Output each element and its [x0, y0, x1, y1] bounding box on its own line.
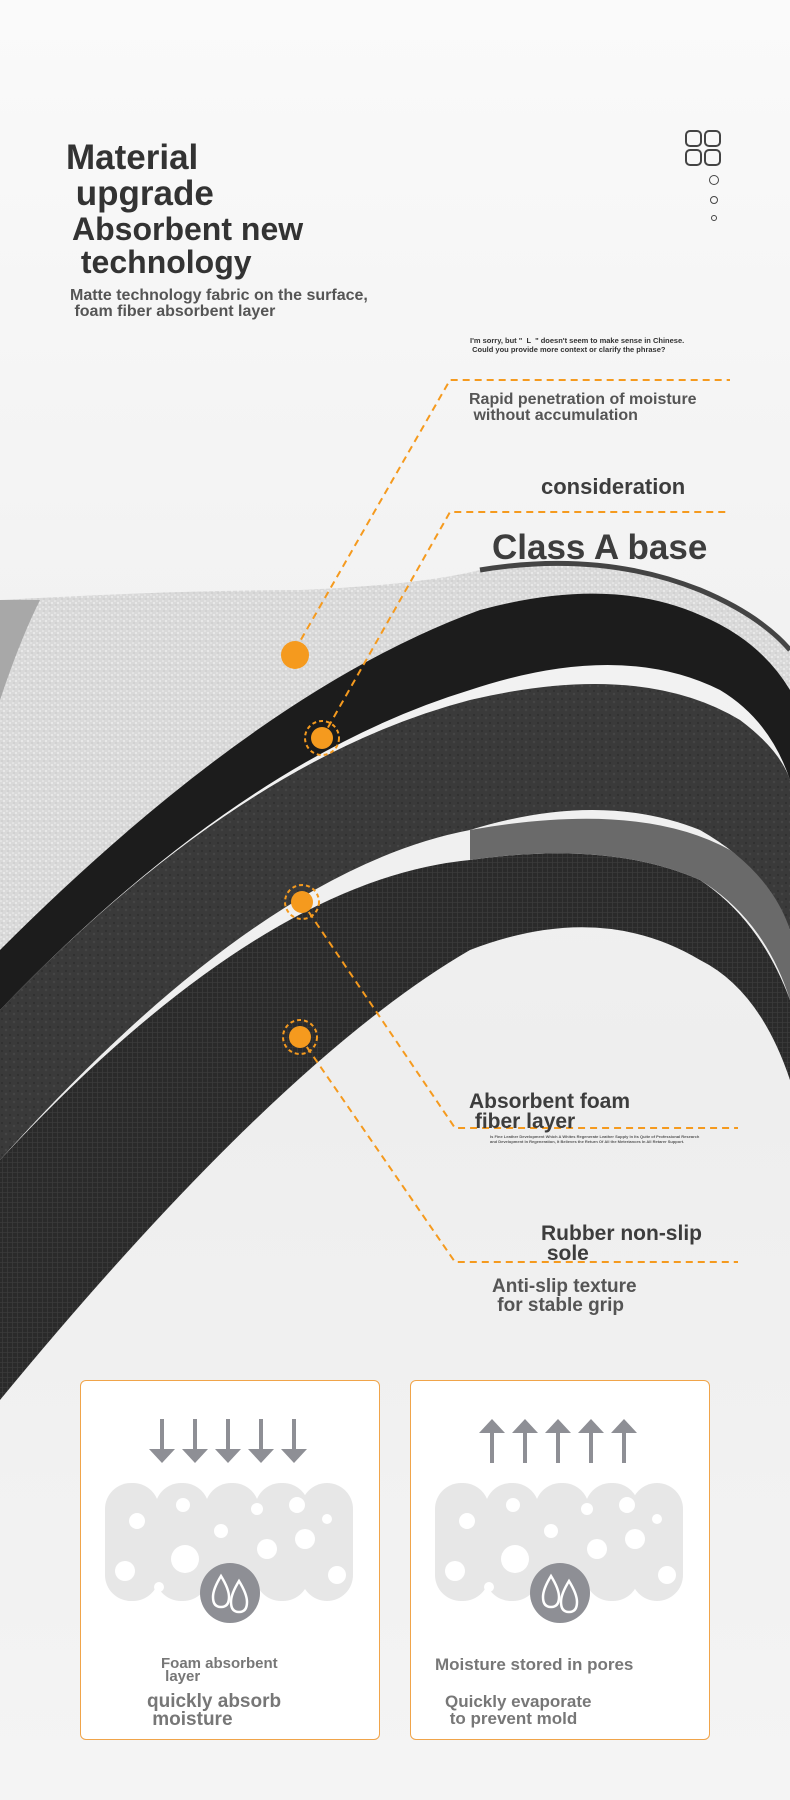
arrow-up-icon: [512, 1419, 538, 1463]
page-title: Material upgrade: [66, 138, 214, 213]
arrow-up-icon: [578, 1419, 604, 1463]
layer2-title: consideration: [541, 474, 686, 499]
arrow-up-icon: [611, 1419, 637, 1463]
page-description: Matte technology fabric on the surface, …: [70, 287, 368, 320]
arrow-up-icon: [479, 1419, 505, 1463]
absorb-caption-2: quickly absorb moisture: [147, 1691, 282, 1730]
water-drops-icon: [200, 1563, 260, 1623]
arrow-up-icon: [545, 1419, 571, 1463]
evaporate-diagram: [435, 1419, 683, 1623]
dot-small-icon: [711, 215, 717, 221]
arrow-down-icon: [182, 1419, 208, 1463]
note-text: I'm sorry, but " L " doesn't seem to mak…: [470, 336, 685, 354]
evaporate-card: Moisture stored in pores Quickly evapora…: [410, 1380, 710, 1740]
layer3-title: Absorbent foam fiber layer: [469, 1090, 631, 1133]
arrow-down-icon: [248, 1419, 274, 1463]
absorb-diagram: [105, 1419, 353, 1623]
layer4-title: Rubber non-slip sole: [541, 1222, 702, 1265]
arrow-down-icon: [215, 1419, 241, 1463]
dot-large-icon: [709, 175, 719, 185]
absorb-card: Foam absorbent layer quickly absorb mois…: [80, 1380, 380, 1740]
layer4-description: Anti-slip texture for stable grip: [492, 1276, 637, 1316]
layer2-big-title: Class A base: [492, 528, 708, 567]
page-subtitle: Absorbent new technology: [72, 211, 304, 280]
dot-medium-icon: [710, 196, 718, 204]
absorb-caption-1: Foam absorbent layer: [161, 1655, 278, 1685]
arrow-down-icon: [281, 1419, 307, 1463]
evaporate-caption-1: Moisture stored in pores: [435, 1655, 634, 1674]
arrow-down-icon: [149, 1419, 175, 1463]
grid-menu-icon[interactable]: [685, 130, 721, 166]
layer1-description: Rapid penetration of moisture without ac…: [469, 391, 697, 424]
layer3-fine-print: Is Fine Leather Development Which A Whit…: [490, 1134, 700, 1144]
evaporate-caption-2: Quickly evaporate to prevent mold: [445, 1692, 592, 1728]
water-drops-icon: [530, 1563, 590, 1623]
